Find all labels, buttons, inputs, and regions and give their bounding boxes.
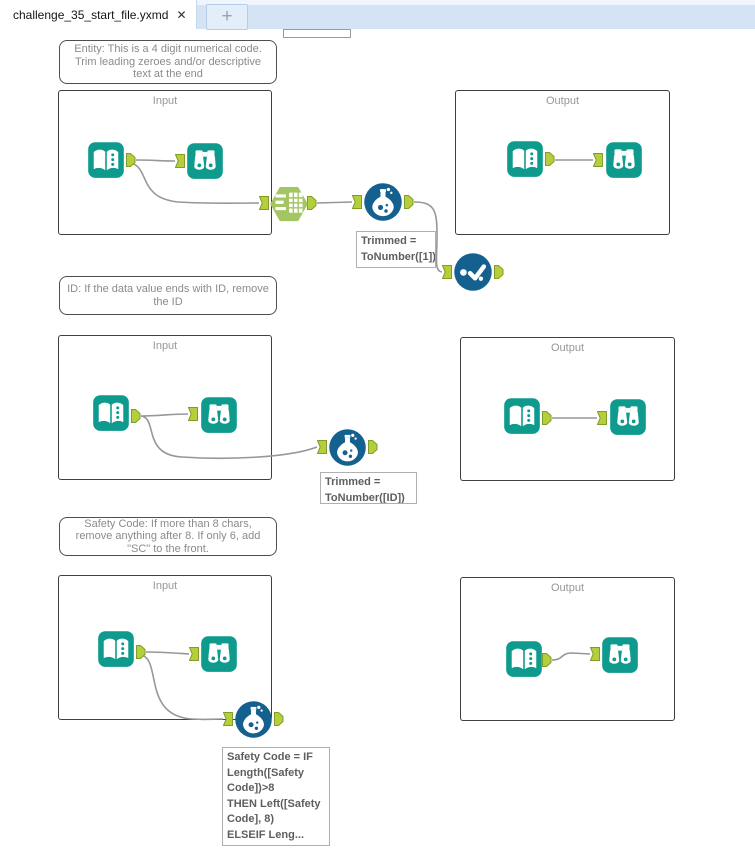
container-label: Output [550, 342, 585, 354]
tool-container-output-3[interactable]: Output [460, 577, 675, 721]
input-data-tool[interactable] [97, 630, 135, 668]
browse-tool[interactable] [200, 396, 238, 434]
input-anchor[interactable] [189, 647, 199, 661]
input-data-tool[interactable] [503, 397, 541, 435]
input-anchor[interactable] [223, 712, 233, 726]
window-top-strip [0, 0, 755, 5]
formula-tool[interactable] [234, 700, 273, 739]
container-label: Output [545, 95, 580, 107]
tab-active-workflow[interactable]: challenge_35_start_file.yxmd ✕ [0, 0, 197, 29]
comment-id[interactable]: ID: If the data value ends with ID, remo… [59, 276, 277, 315]
select-tool[interactable] [453, 252, 493, 292]
input-data-tool[interactable] [92, 394, 130, 432]
formula-tool[interactable] [328, 428, 367, 467]
close-icon[interactable]: ✕ [176, 7, 187, 22]
formula-tool[interactable] [363, 182, 403, 222]
browse-tool[interactable] [186, 142, 224, 180]
output-anchor[interactable] [542, 411, 552, 425]
output-anchor[interactable] [126, 153, 136, 167]
comment-entity[interactable]: Entity: This is a 4 digit numerical code… [59, 40, 277, 84]
output-anchor[interactable] [274, 712, 284, 726]
output-anchor[interactable] [542, 653, 552, 667]
tab-title: challenge_35_start_file.yxmd [13, 7, 169, 22]
container-label: Output [550, 582, 585, 594]
container-label: Input [152, 340, 178, 352]
input-anchor[interactable] [442, 265, 452, 279]
plus-icon: + [221, 6, 233, 27]
annotation-formula-2[interactable]: Trimmed = ToNumber([ID]) [320, 472, 417, 504]
input-anchor[interactable] [317, 440, 327, 454]
new-tab-button[interactable]: + [206, 4, 248, 30]
output-anchor[interactable] [545, 152, 555, 166]
browse-tool[interactable] [200, 635, 238, 673]
output-anchor[interactable] [494, 265, 504, 279]
tool-container-input-3[interactable]: Input [58, 575, 272, 720]
browse-tool[interactable] [601, 636, 639, 674]
container-label: Input [152, 580, 178, 592]
input-anchor[interactable] [593, 153, 603, 167]
partial-comment-box[interactable] [283, 29, 351, 38]
input-data-tool[interactable] [87, 141, 125, 179]
output-anchor[interactable] [136, 645, 146, 659]
comment-safety-code[interactable]: Safety Code: If more than 8 chars, remov… [59, 517, 277, 556]
tool-container-input-2[interactable]: Input [58, 335, 272, 480]
input-data-tool[interactable] [506, 140, 544, 178]
browse-tool[interactable] [609, 398, 647, 436]
output-anchor[interactable] [368, 440, 378, 454]
input-anchor[interactable] [597, 411, 607, 425]
output-anchor[interactable] [404, 195, 414, 209]
comment-safety-code-text: Safety Code: If more than 8 chars, remov… [75, 517, 261, 555]
input-anchor[interactable] [175, 154, 185, 168]
annotation-formula-1[interactable]: Trimmed = ToNumber([1]) [356, 231, 436, 268]
browse-tool[interactable] [605, 141, 643, 179]
container-label: Input [152, 95, 178, 107]
comment-id-text: ID: If the data value ends with ID, remo… [67, 283, 269, 308]
input-data-tool[interactable] [505, 640, 543, 678]
wire[interactable] [316, 201, 353, 204]
input-anchor[interactable] [590, 647, 600, 661]
output-anchor[interactable] [131, 409, 141, 423]
text-to-columns-tool[interactable] [268, 182, 310, 226]
annotation-formula-3[interactable]: Safety Code = IF Length([Safety Code])>8… [222, 747, 330, 846]
input-anchor[interactable] [188, 407, 198, 421]
input-anchor[interactable] [352, 195, 362, 209]
comment-entity-text: Entity: This is a 4 digit numerical code… [74, 43, 262, 81]
